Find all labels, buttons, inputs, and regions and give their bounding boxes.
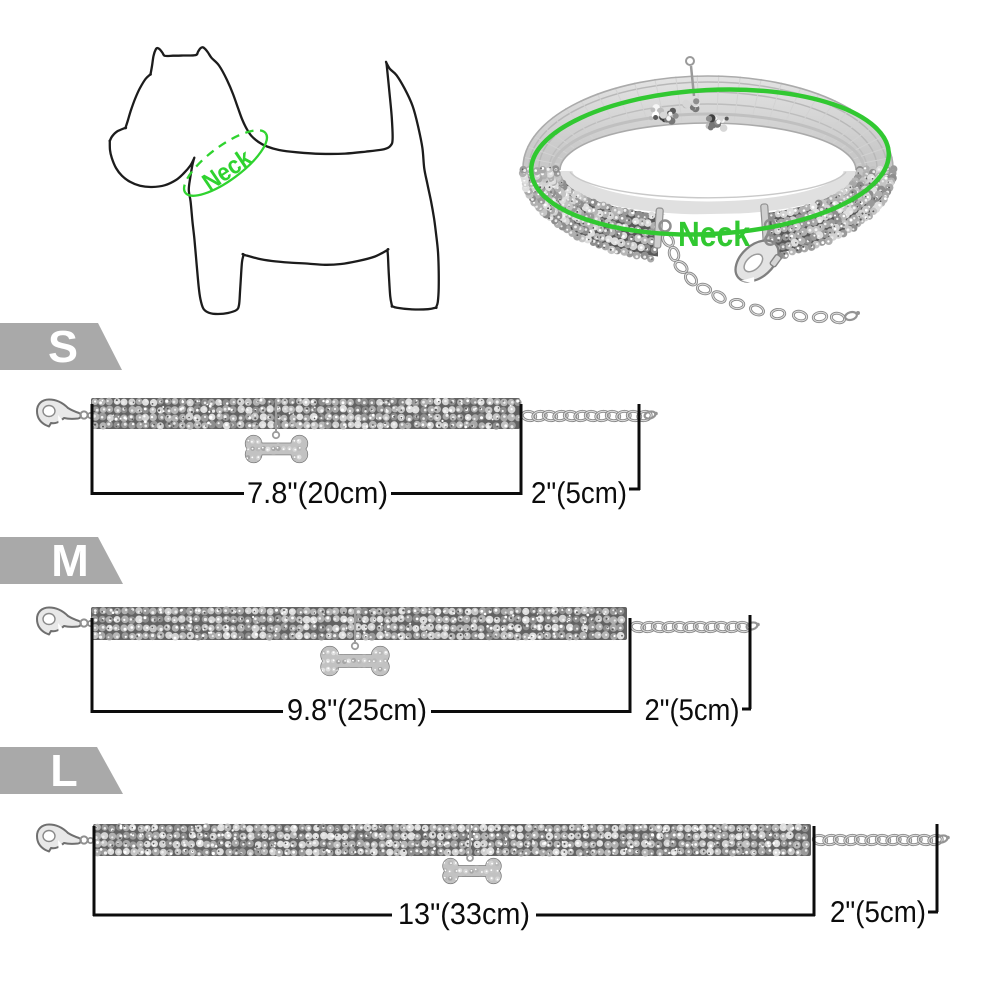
svg-text:2"(5cm): 2"(5cm) bbox=[830, 896, 926, 929]
svg-text:Neck: Neck bbox=[678, 215, 750, 254]
svg-text:9.8"(25cm): 9.8"(25cm) bbox=[287, 694, 427, 727]
svg-text:L: L bbox=[50, 745, 78, 796]
svg-text:2"(5cm): 2"(5cm) bbox=[645, 694, 740, 727]
svg-text:7.8"(20cm): 7.8"(20cm) bbox=[247, 477, 388, 510]
svg-text:M: M bbox=[51, 535, 89, 586]
svg-text:13"(33cm): 13"(33cm) bbox=[398, 898, 530, 931]
svg-text:2"(5cm): 2"(5cm) bbox=[531, 477, 627, 510]
svg-text:S: S bbox=[48, 321, 78, 372]
